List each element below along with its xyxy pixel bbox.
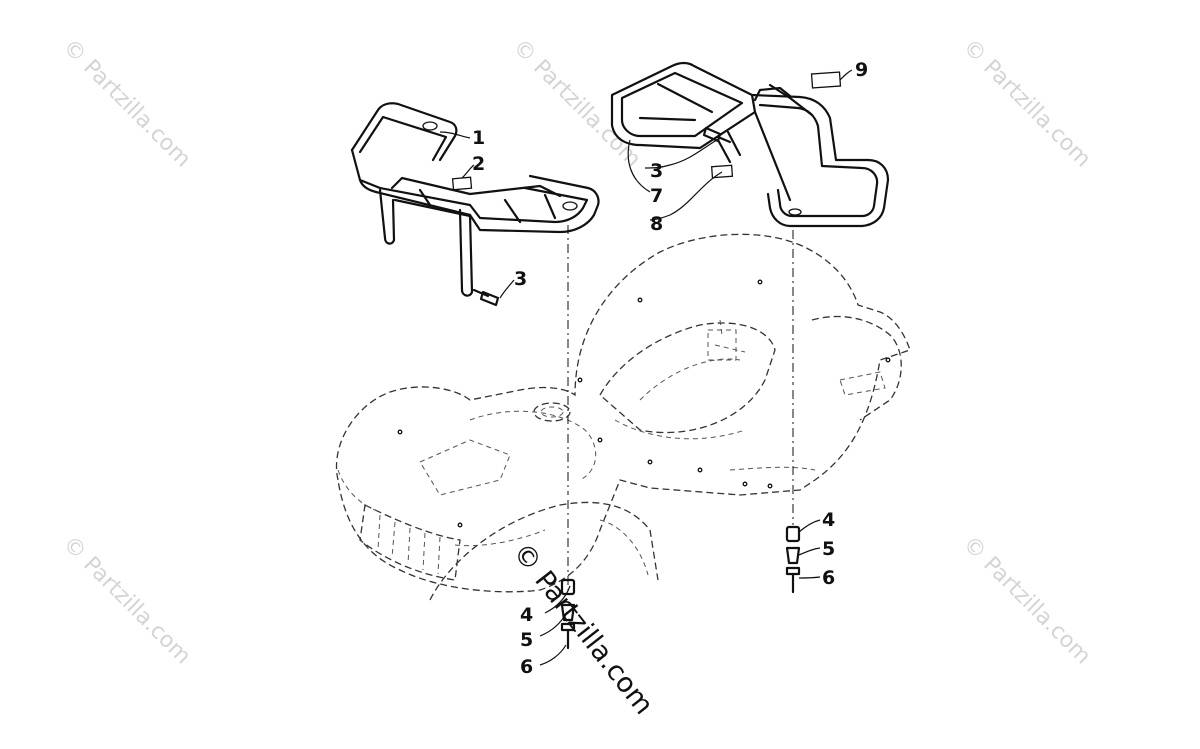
callout-2: 2 xyxy=(472,153,485,175)
callout-5-front: 5 xyxy=(520,629,533,651)
callout-3-front: 3 xyxy=(514,268,527,290)
rear-hardware xyxy=(785,525,801,594)
decal-9-shape xyxy=(810,71,842,89)
callout-4-front: 4 xyxy=(520,604,533,626)
callout-1: 1 xyxy=(472,127,485,149)
front-hardware xyxy=(560,578,576,650)
front-rack-1 xyxy=(350,102,600,297)
rear-bolt xyxy=(702,126,732,144)
leader-lines xyxy=(439,69,853,666)
callout-6-front: 6 xyxy=(520,656,533,678)
callout-4-rear: 4 xyxy=(822,509,835,531)
watermark-bottom-right: © Partzilla.com xyxy=(958,532,1096,670)
decal-2-shape xyxy=(451,176,473,191)
callout-7: 7 xyxy=(650,185,663,207)
callout-8: 8 xyxy=(650,213,663,235)
watermark-top-center: © Partzilla.com xyxy=(508,35,646,173)
callout-9: 9 xyxy=(855,59,868,81)
front-bolt xyxy=(472,288,500,307)
rear-rack-7 xyxy=(610,61,890,228)
watermark-top-right: © Partzilla.com xyxy=(958,35,1096,173)
callout-3-rear: 3 xyxy=(650,160,663,182)
callout-6-rear: 6 xyxy=(822,567,835,589)
watermark-top-left: © Partzilla.com xyxy=(58,35,196,173)
decal-8-shape xyxy=(710,164,734,179)
callout-5-rear: 5 xyxy=(822,538,835,560)
watermark-bottom-left: © Partzilla.com xyxy=(58,532,196,670)
atv-body-outline xyxy=(335,233,911,601)
